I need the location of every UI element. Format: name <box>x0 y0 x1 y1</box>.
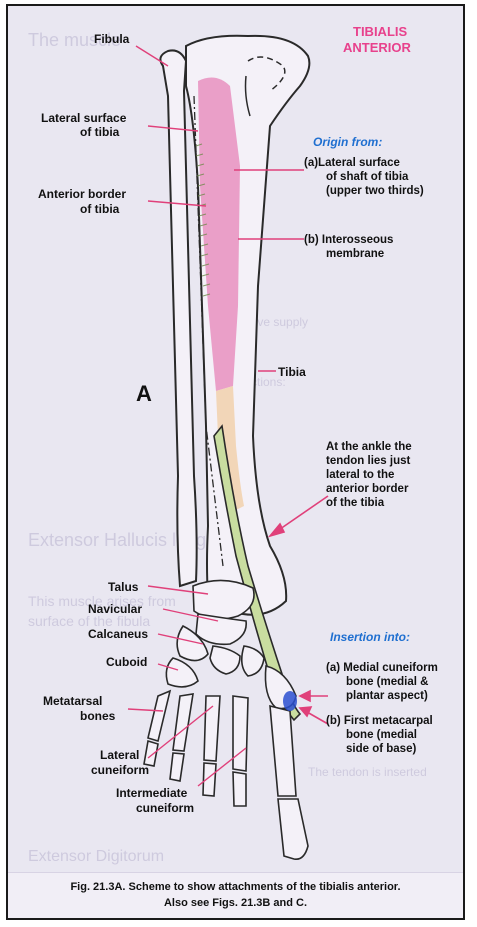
insertion-b-line-1: (b) First metacarpal <box>326 715 433 727</box>
label-intermediate-cuneiform-1: Intermediate <box>116 786 188 800</box>
label-metatarsal-2: bones <box>80 709 116 723</box>
label-calcaneus: Calcaneus <box>88 627 148 641</box>
label-tibia: Tibia <box>278 365 306 379</box>
svg-text:The tendon is inserted: The tendon is inserted <box>308 765 427 779</box>
figure-frame: The muscle Nerve supply Actions: Extenso… <box>6 4 465 920</box>
title-line-1: TIBIALIS <box>353 24 407 39</box>
foot-bones <box>144 580 308 859</box>
figure-letter: A <box>136 381 152 406</box>
svg-text:Extensor Digitorum: Extensor Digitorum <box>28 848 164 865</box>
label-lateral-surface-1: Lateral surface <box>41 111 127 125</box>
caption-line-2: Also see Figs. 21.3B and C. <box>8 895 463 911</box>
insertion-a-line-3: plantar aspect) <box>346 690 428 702</box>
label-metatarsal-1: Metatarsal <box>43 694 102 708</box>
label-intermediate-cuneiform-2: cuneiform <box>136 801 194 815</box>
label-fibula: Fibula <box>94 32 130 46</box>
label-lateral-cuneiform-2: cuneiform <box>91 763 149 777</box>
ankle-note-line-2: tendon lies just <box>326 455 411 467</box>
insertion-a-line-2: bone (medial & <box>346 676 428 688</box>
ankle-note-line-4: anterior border <box>326 483 409 495</box>
label-lateral-cuneiform-1: Lateral <box>100 748 139 762</box>
insertion-heading: Insertion into: <box>330 630 410 644</box>
origin-a-line-2: of shaft of tibia <box>326 171 409 183</box>
insertion-marker <box>283 691 297 711</box>
ankle-note-line-3: lateral to the <box>326 469 394 481</box>
figure-caption: Fig. 21.3A. Scheme to show attachments o… <box>8 872 463 918</box>
label-navicular: Navicular <box>88 602 142 616</box>
label-anterior-border-2: of tibia <box>80 202 120 216</box>
origin-heading: Origin from: <box>313 135 382 149</box>
origin-a-line-3: (upper two thirds) <box>326 185 424 197</box>
insertion-b-line-2: bone (medial <box>346 729 417 741</box>
origin-b-line-2: membrane <box>326 248 384 260</box>
label-lateral-surface-2: of tibia <box>80 125 120 139</box>
insertion-b-line-3: side of base) <box>346 743 416 755</box>
label-cuboid: Cuboid <box>106 655 147 669</box>
origin-a-line-1: (a)Lateral surface <box>304 157 400 169</box>
title-line-2: ANTERIOR <box>343 40 412 55</box>
ankle-note-line-5: of the tibia <box>326 497 385 509</box>
label-anterior-border-1: Anterior border <box>38 187 126 201</box>
ankle-note-line-1: At the ankle the <box>326 441 412 453</box>
label-talus: Talus <box>108 580 139 594</box>
tibialis-anterior-diagram: The muscle Nerve supply Actions: Extenso… <box>8 6 463 876</box>
insertion-a-line-1: (a) Medial cuneiform <box>326 662 438 674</box>
origin-b-line-1: (b) Interosseous <box>304 234 393 246</box>
caption-line-1: Fig. 21.3A. Scheme to show attachments o… <box>8 879 463 895</box>
